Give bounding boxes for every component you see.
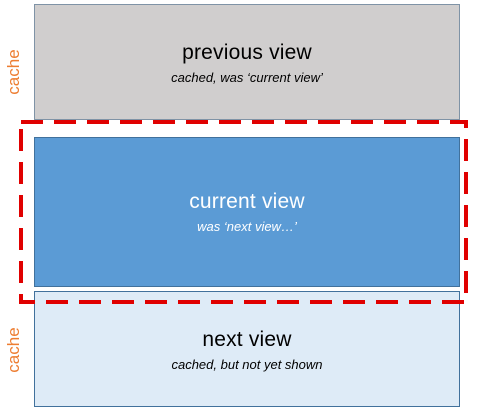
next-view-subtitle: cached, but not yet shown <box>171 356 323 372</box>
cache-label-bottom: cache <box>4 327 23 373</box>
current-view-title: current view <box>189 189 305 213</box>
current-view-panel: current view was ‘next view…’ <box>34 137 460 287</box>
next-view-title: next view <box>202 327 292 351</box>
previous-view-panel: previous view cached, was ‘current view’ <box>34 4 460 120</box>
next-view-panel: next view cached, but not yet shown <box>34 291 460 407</box>
cache-label-top: cache <box>4 49 23 95</box>
previous-view-title: previous view <box>182 40 312 64</box>
current-view-subtitle: was ‘next view…’ <box>197 218 297 234</box>
previous-view-subtitle: cached, was ‘current view’ <box>171 69 323 85</box>
